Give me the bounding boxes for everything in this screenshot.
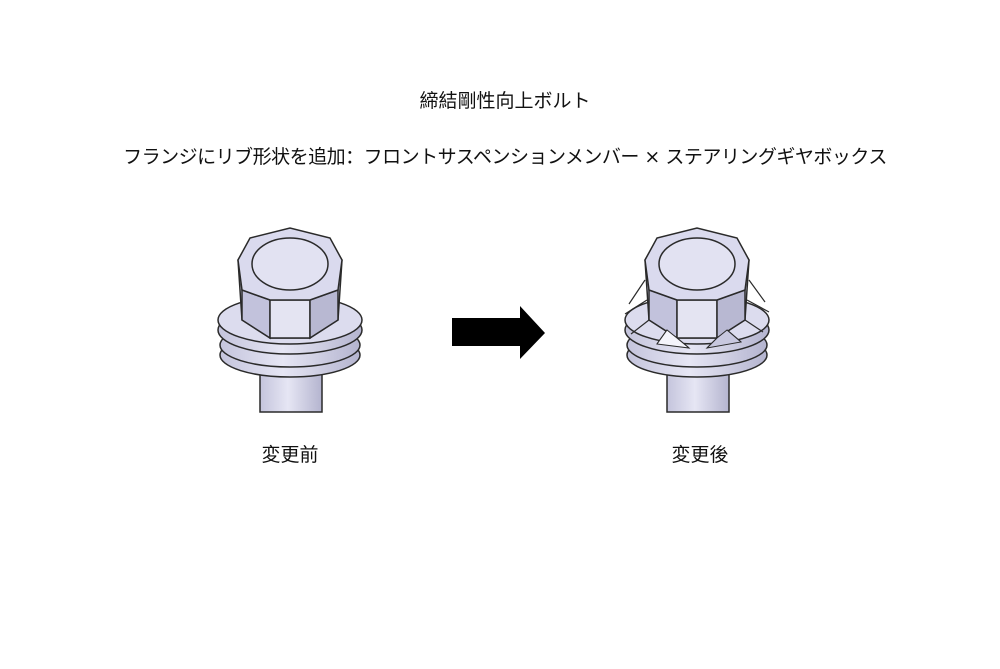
page-title: 締結剛性向上ボルト (419, 90, 591, 112)
bolt-after-image (624, 227, 770, 413)
after-label: 変更後 (671, 444, 729, 466)
bolt-before-image (217, 227, 363, 413)
before-label: 変更前 (261, 444, 319, 466)
page-subtitle: フランジにリブ形状を追加：フロントサスペンションメンバー × ステアリングギヤボ… (123, 146, 887, 168)
arrow-right-icon (452, 306, 545, 359)
